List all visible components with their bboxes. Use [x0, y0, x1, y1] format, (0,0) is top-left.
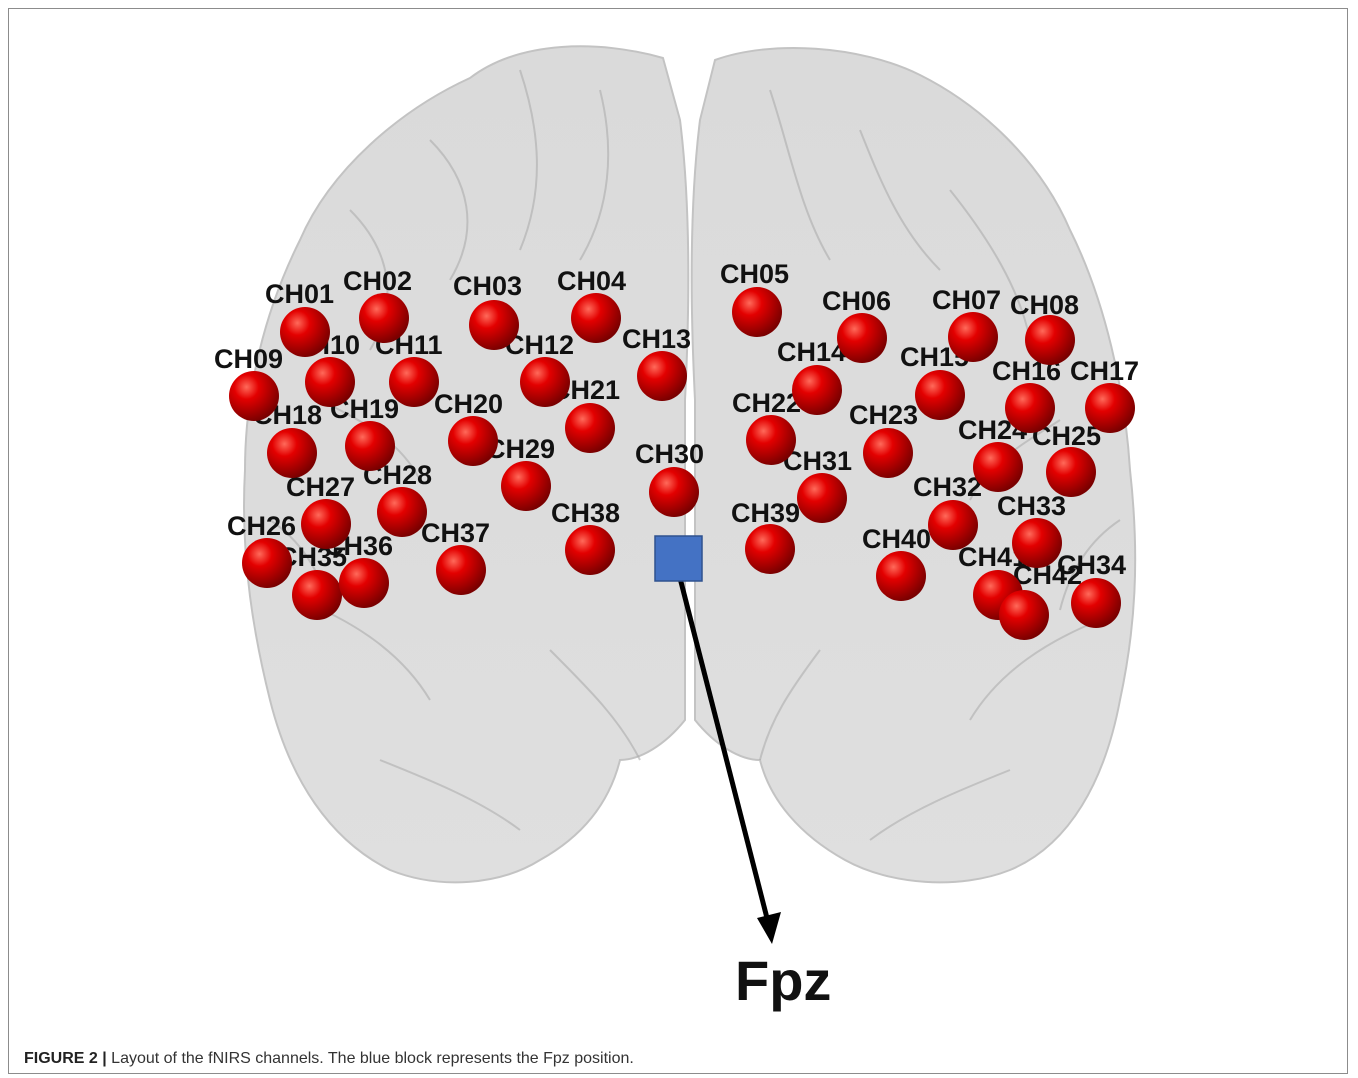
channel-sphere-ch03	[469, 300, 519, 350]
channel-sphere-ch30	[649, 467, 699, 517]
channel-sphere-ch07	[948, 312, 998, 362]
channel-label-ch05: CH05	[720, 259, 789, 289]
channel-sphere-ch08	[1025, 315, 1075, 365]
channel-label-ch02: CH02	[343, 266, 412, 296]
channel-sphere-ch29	[501, 461, 551, 511]
channel-sphere-ch14	[792, 365, 842, 415]
channel-sphere-ch25	[1046, 447, 1096, 497]
channel-sphere-ch18	[267, 428, 317, 478]
fpz-marker	[655, 536, 702, 581]
channel-label-ch07: CH07	[932, 285, 1001, 315]
channel-sphere-ch02	[359, 293, 409, 343]
channel-label-ch33: CH33	[997, 491, 1066, 521]
channel-label-ch37: CH37	[421, 518, 490, 548]
channel-label-ch20: CH20	[434, 389, 503, 419]
channel-sphere-ch23	[863, 428, 913, 478]
figure-caption-text: Layout of the fNIRS channels. The blue b…	[107, 1050, 634, 1067]
channel-sphere-ch11	[389, 357, 439, 407]
channel-label-ch26: CH26	[227, 511, 296, 541]
channel-label-ch03: CH03	[453, 271, 522, 301]
channel-sphere-ch40	[876, 551, 926, 601]
channel-sphere-ch09	[229, 371, 279, 421]
channel-sphere-ch13	[637, 351, 687, 401]
channel-sphere-ch22	[746, 415, 796, 465]
fpz-label: Fpz	[735, 949, 831, 1012]
channel-sphere-ch24	[973, 442, 1023, 492]
channel-sphere-ch28	[377, 487, 427, 537]
channel-sphere-ch04	[571, 293, 621, 343]
channel-label-ch30: CH30	[635, 439, 704, 469]
channel-label-ch38: CH38	[551, 498, 620, 528]
channel-sphere-ch26	[242, 538, 292, 588]
channel-sphere-ch36	[339, 558, 389, 608]
channel-sphere-ch32	[928, 500, 978, 550]
channel-label-ch06: CH06	[822, 286, 891, 316]
channel-sphere-ch34	[1071, 578, 1121, 628]
channel-label-ch40: CH40	[862, 524, 931, 554]
channel-sphere-ch10	[305, 357, 355, 407]
channel-sphere-ch15	[915, 370, 965, 420]
channel-label-ch22: CH22	[732, 388, 801, 418]
channel-sphere-ch12	[520, 357, 570, 407]
channel-label-ch32: CH32	[913, 472, 982, 502]
channel-sphere-ch21	[565, 403, 615, 453]
channel-sphere-ch16	[1005, 383, 1055, 433]
channel-label-ch04: CH04	[557, 266, 626, 296]
figure-number: FIGURE 2 |	[24, 1050, 107, 1067]
channel-sphere-ch37	[436, 545, 486, 595]
channel-sphere-ch38	[565, 525, 615, 575]
channel-sphere-ch06	[837, 313, 887, 363]
channel-sphere-ch01	[280, 307, 330, 357]
channel-label-ch39: CH39	[731, 498, 800, 528]
channel-label-ch14: CH14	[777, 337, 846, 367]
channel-sphere-ch05	[732, 287, 782, 337]
channel-sphere-ch19	[345, 421, 395, 471]
channel-sphere-ch27	[301, 499, 351, 549]
channel-sphere-ch31	[797, 473, 847, 523]
channel-sphere-ch39	[745, 524, 795, 574]
channel-sphere-ch20	[448, 416, 498, 466]
channel-sphere-ch17	[1085, 383, 1135, 433]
channel-sphere-ch42	[999, 590, 1049, 640]
channel-sphere-ch33	[1012, 518, 1062, 568]
channel-label-ch09: CH09	[214, 344, 283, 374]
channel-label-ch01: CH01	[265, 279, 334, 309]
channel-label-ch08: CH08	[1010, 290, 1079, 320]
channel-label-ch23: CH23	[849, 400, 918, 430]
channel-label-ch17: CH17	[1070, 356, 1139, 386]
channel-label-ch13: CH13	[622, 324, 691, 354]
figure-caption: FIGURE 2 | Layout of the fNIRS channels.…	[24, 1050, 634, 1068]
channel-sphere-ch35	[292, 570, 342, 620]
